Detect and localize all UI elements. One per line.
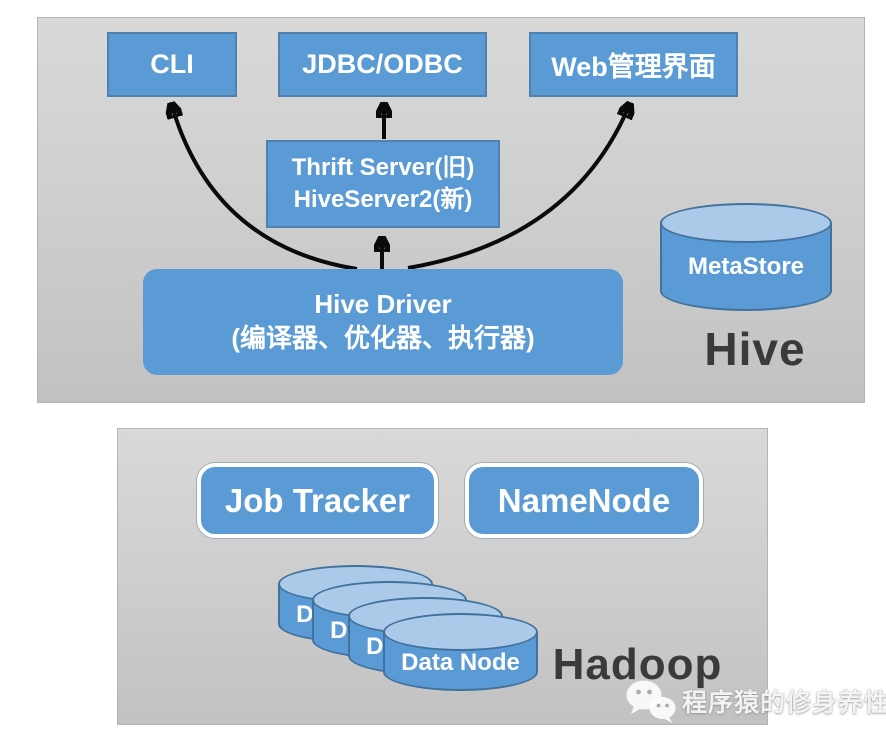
- metastore-cylinder: MetaStore: [660, 203, 832, 311]
- wechat-icon: [626, 680, 676, 723]
- hive-driver-line2: (编译器、优化器、执行器): [231, 323, 535, 353]
- web-ui-label: Web管理界面: [551, 52, 716, 82]
- thrift-server-node: Thrift Server(旧) HiveServer2(新): [266, 140, 500, 228]
- metastore-cylinder-top: [660, 203, 832, 243]
- hadoop-section-label: Hadoop: [552, 640, 723, 689]
- jdbc-odbc-label: JDBC/ODBC: [302, 49, 463, 79]
- hive-driver-line1: Hive Driver: [314, 289, 452, 320]
- hive-section-label: Hive: [704, 323, 806, 375]
- hive-driver-node: Hive Driver (编译器、优化器、执行器): [143, 269, 623, 375]
- cli-label: CLI: [150, 49, 194, 79]
- job-tracker-node: Job Tracker: [197, 463, 438, 538]
- watermark: 程序猿的修身养性: [624, 678, 886, 724]
- name-node-node: NameNode: [465, 463, 703, 538]
- job-tracker-label: Job Tracker: [224, 481, 411, 519]
- data-node-cylinder: Data Node: [383, 613, 538, 691]
- metastore-label: MetaStore: [687, 253, 805, 280]
- cli-node: CLI: [107, 32, 237, 97]
- jdbc-odbc-node: JDBC/ODBC: [278, 32, 487, 97]
- data-node-cylinder-top: [383, 613, 538, 651]
- data-node-label: Data Node: [401, 649, 520, 676]
- thrift-server-line2: HiveServer2(新): [293, 186, 473, 213]
- thrift-server-line1: Thrift Server(旧): [291, 153, 475, 181]
- name-node-label: NameNode: [497, 481, 671, 519]
- web-ui-node: Web管理界面: [529, 32, 738, 97]
- watermark-text: 程序猿的修身养性: [682, 689, 886, 717]
